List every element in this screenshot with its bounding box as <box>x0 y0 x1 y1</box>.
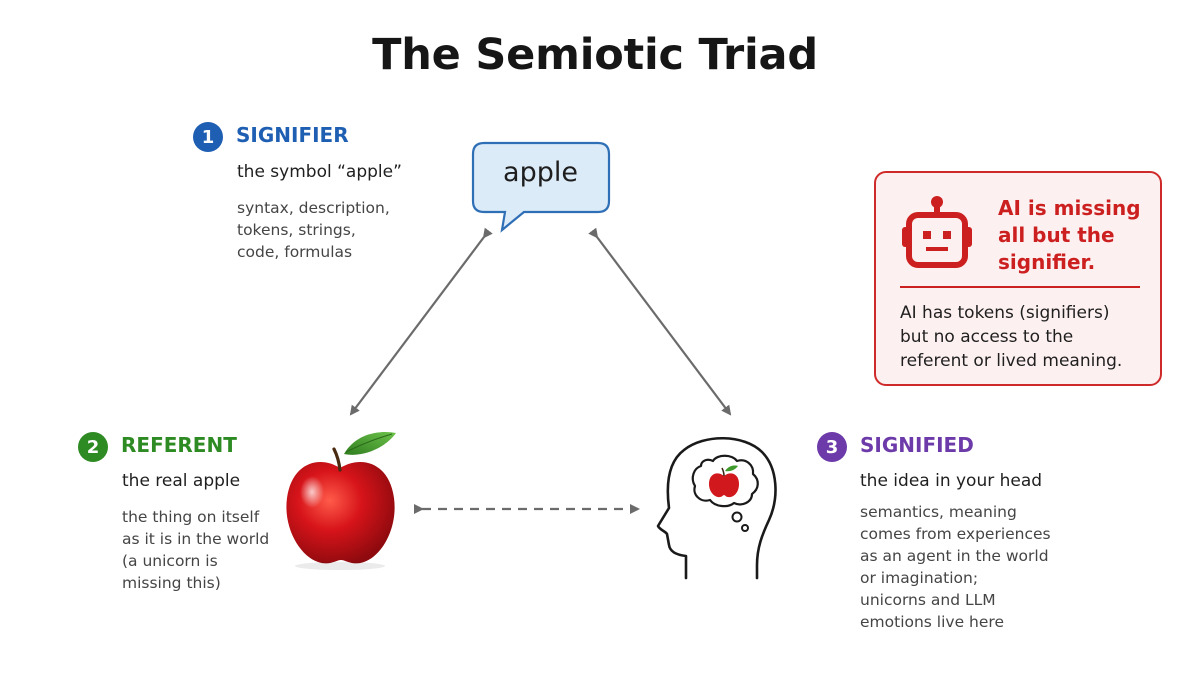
referent-subtitle: the real apple <box>122 471 240 491</box>
referent-number-badge: 2 <box>78 432 108 462</box>
arrow-signifier-signified <box>597 237 730 414</box>
signifier-subtitle: the symbol “apple” <box>237 162 402 182</box>
ai-callout-body-line: but no access to the <box>900 325 1122 349</box>
speech-bubble-text: apple <box>473 157 608 188</box>
signifier-description: syntax, description, tokens, strings, co… <box>237 197 390 263</box>
ai-callout-heading: AI is missing all but the signifier. <box>998 195 1141 276</box>
signified-subtitle: the idea in your head <box>860 471 1042 491</box>
referent-description-line: the thing on itself <box>122 506 269 528</box>
ai-callout-body: AI has tokens (signifiers) but no access… <box>900 301 1122 373</box>
referent-description-line: as it is in the world <box>122 528 269 550</box>
signified-heading: SIGNIFIED <box>860 433 974 457</box>
signified-description-line: comes from experiences <box>860 523 1051 545</box>
signified-description: semantics, meaning comes from experience… <box>860 501 1051 633</box>
referent-description-line: (a unicorn is <box>122 550 269 572</box>
ai-callout-heading-line: signifier. <box>998 249 1141 276</box>
signifier-number-badge: 1 <box>193 122 223 152</box>
robot-icon <box>898 193 976 271</box>
signified-description-line: emotions live here <box>860 611 1051 633</box>
ai-callout-divider <box>900 286 1140 288</box>
signifier-description-line: syntax, description, <box>237 197 390 219</box>
signified-description-line: semantics, meaning <box>860 501 1051 523</box>
ai-callout-box: AI is missing all but the signifier. AI … <box>874 171 1162 386</box>
signifier-description-line: tokens, strings, <box>237 219 390 241</box>
signifier-heading: SIGNIFIER <box>236 123 349 147</box>
referent-description-line: missing this) <box>122 572 269 594</box>
ai-callout-body-line: referent or lived meaning. <box>900 349 1122 373</box>
signifier-description-line: code, formulas <box>237 241 390 263</box>
thought-apple-icon <box>709 466 739 498</box>
signified-description-line: or imagination; <box>860 567 1051 589</box>
referent-description: the thing on itself as it is in the worl… <box>122 506 269 594</box>
referent-heading: REFERENT <box>121 433 237 457</box>
apple-icon <box>286 432 396 570</box>
ai-callout-heading-line: AI is missing <box>998 195 1141 222</box>
head-with-thought-icon <box>658 438 775 578</box>
signified-description-line: as an agent in the world <box>860 545 1051 567</box>
ai-callout-body-line: AI has tokens (signifiers) <box>900 301 1122 325</box>
arrow-signifier-referent <box>351 237 484 414</box>
signified-description-line: unicorns and LLM <box>860 589 1051 611</box>
ai-callout-heading-line: all but the <box>998 222 1141 249</box>
signified-number-badge: 3 <box>817 432 847 462</box>
